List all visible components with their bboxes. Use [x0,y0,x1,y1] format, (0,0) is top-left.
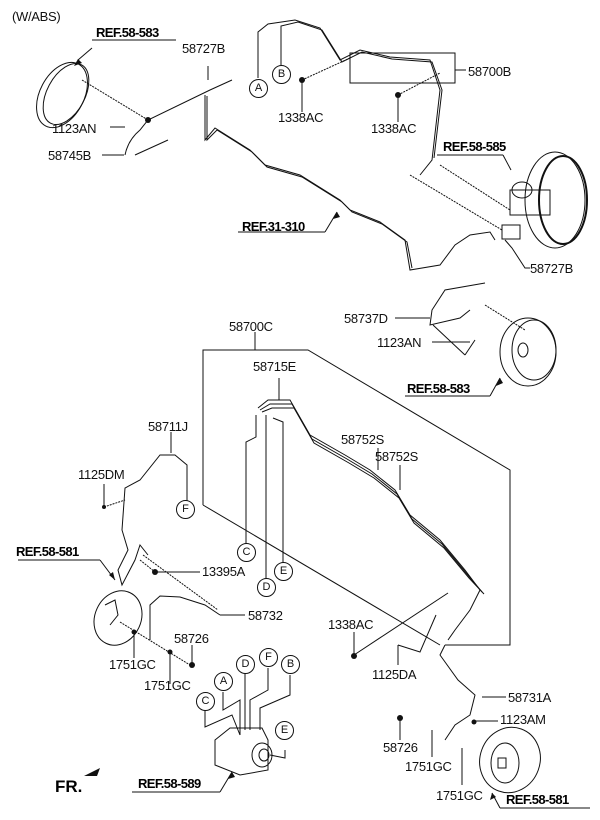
part-1125DA[interactable]: 1125DA [372,667,417,682]
ref-58-583-mid[interactable]: REF.58-583 [407,381,470,396]
ref-58-583-top[interactable]: REF.58-583 [96,25,159,40]
connector-C-mid: C [237,543,256,562]
part-1125DM[interactable]: 1125DM [78,467,125,482]
connector-F-hecu: F [259,648,278,667]
part-1751GC-right-1[interactable]: 1751GC [405,759,452,774]
variant-label: (W/ABS) [12,9,61,24]
front-right-hose [430,283,485,325]
part-13395A[interactable]: 13395A [202,564,246,579]
part-1338AC-c[interactable]: 1338AC [328,617,374,632]
part-58727B-top[interactable]: 58727B [182,41,226,56]
front-left-hose [125,80,232,155]
connector-C-hecu: C [196,692,215,711]
ref-58-581-right[interactable]: REF.58-581 [506,792,569,807]
connector-E-mid: E [274,562,293,581]
part-58727B-right[interactable]: 58727B [530,261,574,276]
part-58700C[interactable]: 58700C [229,319,273,334]
part-1123AM[interactable]: 1123AM [500,712,546,727]
part-58737D[interactable]: 58737D [344,311,388,326]
ref-58-585[interactable]: REF.58-585 [443,139,506,154]
rear-left-brake-disc [85,583,150,653]
part-1751GC-left-2[interactable]: 1751GC [144,678,191,693]
part-58731A[interactable]: 58731A [508,690,552,705]
front-right-brake-disc [500,318,556,386]
connector-F-mid: F [176,500,195,519]
front-brake-pipe-left [205,95,495,270]
part-58711J[interactable]: 58711J [148,419,188,434]
part-1123AN-mid[interactable]: 1123AN [377,335,422,350]
hecu-abs-module [215,728,272,775]
ref-58-581-left[interactable]: REF.58-581 [16,544,79,559]
connector-D-mid: D [257,578,276,597]
rear-right-hose [440,645,475,740]
part-1338AC-b[interactable]: 1338AC [371,121,417,136]
rear-left-brake-pipe [118,455,187,585]
part-58726-right[interactable]: 58726 [383,740,418,755]
connector-A-top: A [249,79,268,98]
brake-booster [502,152,587,248]
part-58752S-a[interactable]: 58752S [341,432,385,447]
part-1123AN-top[interactable]: 1123AN [52,121,97,136]
ref-58-589[interactable]: REF.58-589 [138,776,201,791]
connector-B-hecu: B [281,655,300,674]
rear-right-brake-disc [471,719,550,802]
part-58726-left[interactable]: 58726 [174,631,209,646]
ref-31-310[interactable]: REF.31-310 [242,219,305,234]
connector-E-hecu: E [275,721,294,740]
front-direction-arrow-icon [84,768,100,776]
part-58732[interactable]: 58732 [248,608,283,623]
connector-A-hecu: A [214,672,233,691]
connector-B-top: B [272,65,291,84]
part-58745B[interactable]: 58745B [48,148,92,163]
front-direction-label: FR. [55,777,83,796]
part-1751GC-left-1[interactable]: 1751GC [109,657,156,672]
part-58752S-b[interactable]: 58752S [375,449,419,464]
part-1751GC-right-2[interactable]: 1751GC [436,788,483,803]
part-58715E[interactable]: 58715E [253,359,297,374]
ref-leader [78,48,92,60]
part-1338AC-a[interactable]: 1338AC [278,110,324,125]
connector-D-hecu: D [236,655,255,674]
rear-left-hose [150,596,220,640]
front-brake-pipe-top [258,20,440,175]
part-58700B[interactable]: 58700B [468,64,512,79]
